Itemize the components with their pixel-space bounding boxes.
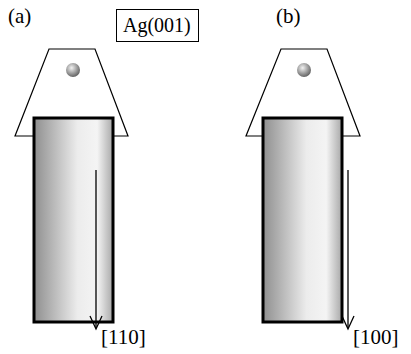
direction-arrow <box>95 170 96 328</box>
tip-b <box>246 49 360 329</box>
arrow-head <box>342 316 354 329</box>
panel-label: (b) <box>276 5 301 28</box>
surface-label-box: Ag(001) <box>116 9 199 42</box>
direction-label: [110] <box>101 326 146 349</box>
adatom-sphere <box>297 63 311 77</box>
chain-rod <box>34 118 113 322</box>
direction-arrow <box>347 170 348 328</box>
chain-rod <box>263 118 342 322</box>
surface-label: Ag(001) <box>123 14 198 36</box>
arrow-head <box>90 316 102 329</box>
adatom-sphere <box>66 63 80 77</box>
tip-a <box>15 49 128 329</box>
panel-label: (a) <box>8 5 31 28</box>
direction-label: [100] <box>353 326 399 349</box>
